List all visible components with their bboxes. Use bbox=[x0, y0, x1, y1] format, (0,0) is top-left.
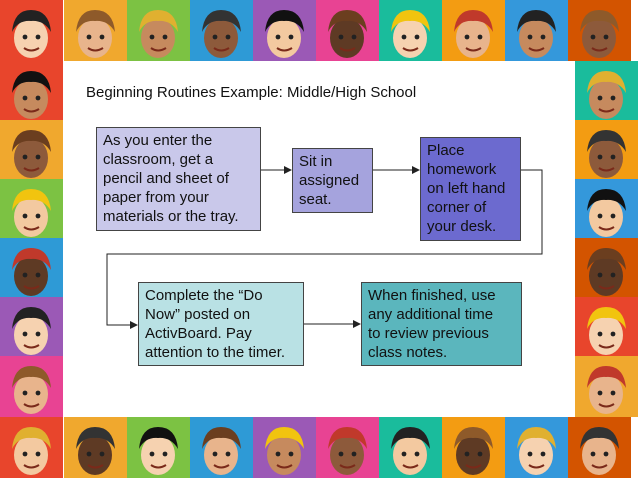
cartoon-face-icon bbox=[575, 120, 638, 181]
cartoon-face-icon bbox=[575, 179, 638, 240]
cartoon-face-icon bbox=[442, 0, 505, 61]
face-tile bbox=[575, 179, 638, 240]
cartoon-face-icon bbox=[127, 417, 190, 478]
face-tile bbox=[127, 0, 190, 61]
step-4-line: attention to the timer. bbox=[145, 344, 286, 361]
cartoon-face-icon bbox=[0, 120, 63, 181]
cartoon-face-icon bbox=[379, 417, 442, 478]
face-tile bbox=[190, 0, 253, 61]
face-tile bbox=[190, 417, 253, 478]
step-1-line: pencil and sheet of bbox=[103, 170, 229, 187]
step-1-line: materials or the tray. bbox=[103, 208, 239, 225]
step-5-line: to review previous bbox=[368, 325, 489, 342]
cartoon-face-icon bbox=[190, 0, 253, 61]
cartoon-face-icon bbox=[379, 0, 442, 61]
cartoon-face-icon bbox=[505, 417, 568, 478]
face-tile bbox=[379, 0, 442, 61]
step-4-line: ActivBoard. Pay bbox=[145, 325, 252, 342]
face-tile bbox=[316, 0, 379, 61]
step-3-line: corner of bbox=[427, 199, 487, 216]
cartoon-face-icon bbox=[0, 179, 63, 240]
cartoon-face-icon bbox=[568, 0, 631, 61]
face-tile bbox=[0, 238, 63, 299]
page-title: Beginning Routines Example: Middle/High … bbox=[86, 84, 417, 101]
cartoon-face-icon bbox=[0, 61, 63, 122]
cartoon-face-icon bbox=[575, 61, 638, 122]
cartoon-face-icon bbox=[316, 417, 379, 478]
step-5-line: When finished, use bbox=[368, 287, 496, 304]
face-tile bbox=[505, 0, 568, 61]
step-2-line: seat. bbox=[299, 191, 332, 208]
face-tile bbox=[64, 417, 127, 478]
cartoon-face-icon bbox=[505, 0, 568, 61]
cartoon-face-icon bbox=[0, 297, 63, 358]
face-tile bbox=[575, 238, 638, 299]
cartoon-face-icon bbox=[0, 356, 63, 417]
step-5-line: any additional time bbox=[368, 306, 494, 323]
cartoon-face-icon bbox=[575, 356, 638, 417]
face-tile bbox=[253, 0, 316, 61]
step-2-line: Sit in bbox=[299, 153, 333, 170]
cartoon-face-icon bbox=[316, 0, 379, 61]
face-tile bbox=[568, 417, 631, 478]
face-tile bbox=[316, 417, 379, 478]
cartoon-face-icon bbox=[575, 297, 638, 358]
step-4-line: Now” posted on bbox=[145, 306, 251, 323]
face-tile bbox=[0, 0, 63, 61]
step-5-line: class notes. bbox=[368, 344, 448, 361]
face-tile bbox=[253, 417, 316, 478]
face-tile bbox=[127, 417, 190, 478]
cartoon-face-icon bbox=[0, 417, 63, 478]
cartoon-face-icon bbox=[190, 417, 253, 478]
step-1-box: As you enter the classroom, get a pencil… bbox=[96, 127, 261, 231]
face-tile bbox=[0, 417, 63, 478]
face-tile bbox=[575, 297, 638, 358]
step-1-line: classroom, get a bbox=[103, 151, 214, 168]
cartoon-face-icon bbox=[64, 0, 127, 61]
face-tile bbox=[0, 179, 63, 240]
step-2-box: Sit in assigned seat. bbox=[292, 148, 373, 213]
face-tile bbox=[505, 417, 568, 478]
face-tile bbox=[575, 120, 638, 181]
cartoon-face-icon bbox=[568, 417, 631, 478]
cartoon-face-icon bbox=[64, 417, 127, 478]
cartoon-face-icon bbox=[0, 0, 63, 61]
step-5-box: When finished, use any additional time t… bbox=[361, 282, 522, 366]
face-tile bbox=[568, 0, 631, 61]
face-tile bbox=[379, 417, 442, 478]
step-3-line: your desk. bbox=[427, 218, 497, 235]
face-tile bbox=[64, 0, 127, 61]
step-3-line: Place bbox=[427, 142, 465, 159]
step-3-line: on left hand bbox=[427, 180, 506, 197]
face-tile bbox=[575, 61, 638, 122]
face-tile bbox=[442, 417, 505, 478]
step-2-line: assigned bbox=[299, 172, 360, 189]
step-1-line: paper from your bbox=[103, 189, 209, 206]
face-tile bbox=[442, 0, 505, 61]
cartoon-face-icon bbox=[127, 0, 190, 61]
face-tile bbox=[0, 61, 63, 122]
step-3-box: Place homework on left hand corner of yo… bbox=[420, 137, 521, 241]
face-tile bbox=[575, 356, 638, 417]
step-4-box: Complete the “Do Now” posted on ActivBoa… bbox=[138, 282, 304, 366]
cartoon-face-icon bbox=[253, 0, 316, 61]
face-tile bbox=[0, 297, 63, 358]
cartoon-face-icon bbox=[0, 238, 63, 299]
step-3-line: homework bbox=[427, 161, 497, 178]
step-1-line: As you enter the bbox=[103, 132, 213, 149]
cartoon-face-icon bbox=[442, 417, 505, 478]
face-tile bbox=[0, 356, 63, 417]
face-tile bbox=[0, 120, 63, 181]
cartoon-face-icon bbox=[253, 417, 316, 478]
step-4-line: Complete the “Do bbox=[145, 287, 263, 304]
cartoon-face-icon bbox=[575, 238, 638, 299]
